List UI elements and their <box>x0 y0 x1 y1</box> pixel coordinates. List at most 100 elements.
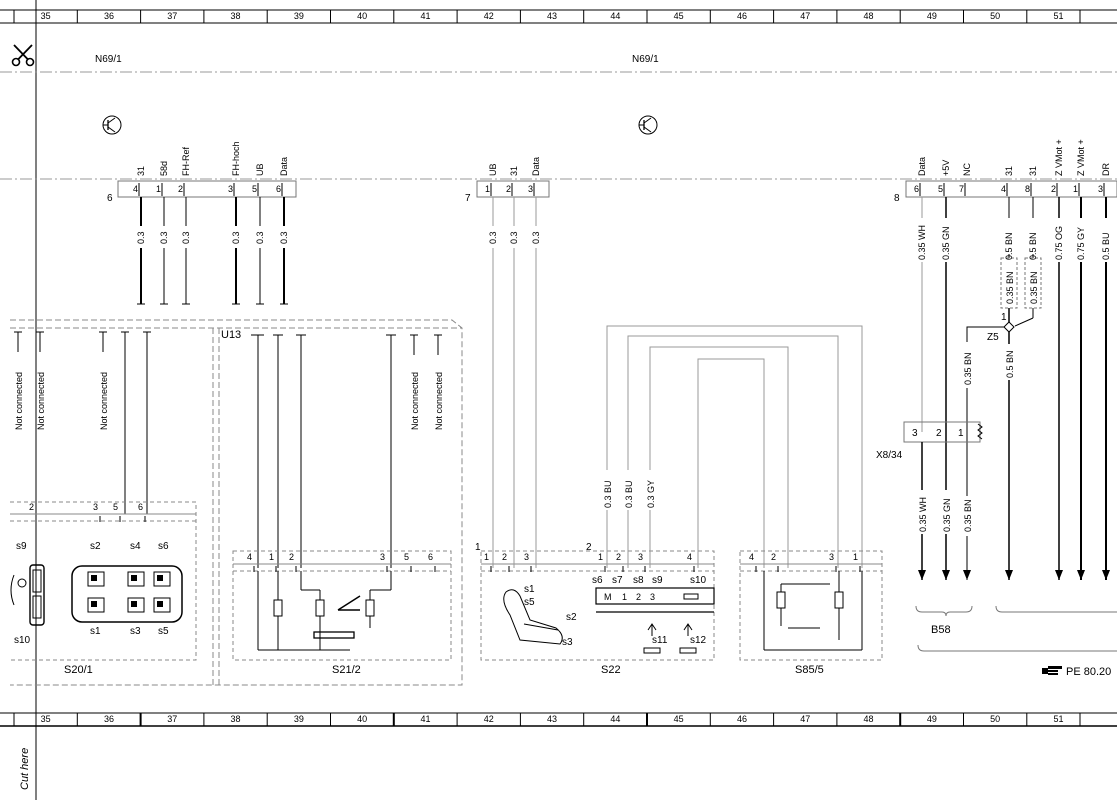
s22-wire-label: 0.3 BU <box>624 480 634 508</box>
grid-number: 41 <box>420 714 430 724</box>
x8-34-label: X8/34 <box>876 450 903 461</box>
grid-number: 39 <box>294 714 304 724</box>
connector-pin-number: 1 <box>485 184 490 194</box>
connector-pin-name: Data <box>531 157 541 176</box>
s22-switch-label: s9 <box>652 575 663 586</box>
not-connected-label: Not connected <box>410 372 420 430</box>
wire-gauge-label: 0.75 OG <box>1054 226 1064 260</box>
connector-pin-name: Data <box>279 157 289 176</box>
grid-number: 46 <box>737 11 747 21</box>
seat-ventilation-icon <box>679 623 697 654</box>
s22-switch-label: s1 <box>524 584 535 595</box>
seat-memory-keypad: M 1 2 3 <box>595 587 715 613</box>
splice-z5-pin: 1 <box>1001 312 1007 323</box>
wire-gauge-label: 0.3 <box>136 231 146 244</box>
s22-switch-label: s12 <box>690 635 707 646</box>
grid-number: 49 <box>927 714 937 724</box>
switch-pin-number: 2 <box>289 552 294 562</box>
connector-pin-name: 58d <box>159 161 169 176</box>
not-connected-label: Not connected <box>99 372 109 430</box>
switch-pin-number: 3 <box>829 552 834 562</box>
s22-switch-label: s2 <box>566 612 577 623</box>
connector-pin-number: 6 <box>276 184 281 194</box>
wire-gauge-label: 0.3 <box>488 231 498 244</box>
connector-pin-name: 31 <box>1028 166 1038 176</box>
s22-switch-label: s11 <box>652 635 668 646</box>
connector-pin-name: NC <box>962 163 972 176</box>
connector-pin-name: FH-Ref <box>181 147 191 176</box>
grid-number: 37 <box>167 714 177 724</box>
switch-pin-number: 2 <box>502 552 507 562</box>
s22-group2-id: 2 <box>586 542 592 553</box>
connector-pin-number: 3 <box>228 184 233 194</box>
wire-gauge-label: 0.5 BU <box>1101 232 1111 260</box>
splice-wire-label: 0.35 BN <box>1029 271 1039 304</box>
connector-pin-number: 2 <box>1051 184 1056 194</box>
connector-pin-number: 2 <box>506 184 511 194</box>
s20-switch-label: s3 <box>130 626 141 637</box>
splice-wire-label: 0.35 BN <box>1005 271 1015 304</box>
s85-5-label: S85/5 <box>795 664 824 676</box>
s20-1-label: S20/1 <box>64 664 93 676</box>
x8-34-pin: 3 <box>912 428 918 439</box>
window-switch-panel-icon <box>71 565 183 623</box>
connector-pin-name: Data <box>917 157 927 176</box>
connector-6-id: 6 <box>107 193 113 204</box>
wire-gauge-label: 0.75 GY <box>1076 227 1086 260</box>
x8-34-pin: 2 <box>936 428 942 439</box>
grid-number: 38 <box>231 11 241 21</box>
switch-pin-number: 3 <box>524 552 529 562</box>
grid-number: 44 <box>610 714 620 724</box>
keypad-key: M <box>604 592 612 602</box>
transistor-icon <box>638 115 658 135</box>
switch-pin-number: 6 <box>428 552 433 562</box>
grid-number: 39 <box>294 11 304 21</box>
wire-gauge-label: 0.3 <box>159 231 169 244</box>
connector-8-wires <box>903 197 1117 652</box>
connector-pin-name: 31 <box>1004 166 1014 176</box>
b58-label: B58 <box>931 624 951 636</box>
connector-pin-number: 8 <box>1025 184 1030 194</box>
s20-switch-label: s5 <box>158 626 169 637</box>
seat-heater-icon <box>643 623 661 654</box>
connector-pin-name: FH-hoch <box>231 141 241 176</box>
grid-number: 42 <box>484 11 494 21</box>
grid-number: 51 <box>1053 11 1063 21</box>
grid-number: 45 <box>674 11 684 21</box>
b58-wire-label: 0.35 GN <box>942 498 952 532</box>
u13-label: U13 <box>221 329 241 341</box>
keypad-key: 1 <box>622 592 627 602</box>
not-connected-label: Not connected <box>36 372 46 430</box>
grid-number: 47 <box>800 11 810 21</box>
seat-icon <box>503 589 563 645</box>
s20-switch-label: s2 <box>90 541 101 552</box>
connector-pin-name: +5V <box>941 160 951 176</box>
grid-number: 41 <box>420 11 430 21</box>
s20-switch-label: s1 <box>90 626 101 637</box>
wire-gauge-label: 0.3 <box>509 231 519 244</box>
module-left-label: N69/1 <box>95 54 122 65</box>
switch-pin-number: 1 <box>484 552 489 562</box>
mirror-switch-icon <box>10 564 45 626</box>
connector-pin-number: 5 <box>938 184 943 194</box>
switch-pin-number: 1 <box>598 552 603 562</box>
wire-gauge-label: 0.5 BN <box>1004 232 1014 260</box>
grid-number: 45 <box>674 714 684 724</box>
splice-wire-label: 0.5 BN <box>1005 350 1015 378</box>
switch-pin-number: 5 <box>404 552 409 562</box>
grid-number: 48 <box>864 714 874 724</box>
switch-pin-number: 2 <box>29 502 34 512</box>
s22-label: S22 <box>601 664 621 676</box>
wire-gauge-label: 0.3 <box>255 231 265 244</box>
s22-wire-label: 0.3 GY <box>646 480 656 508</box>
connector-pin-name: 31 <box>136 166 146 176</box>
s20-switch-label: s9 <box>16 541 27 552</box>
s22-switch-label: s8 <box>633 575 644 586</box>
u13-enclosure: U13 <box>10 319 463 686</box>
grid-number: 35 <box>41 11 51 21</box>
